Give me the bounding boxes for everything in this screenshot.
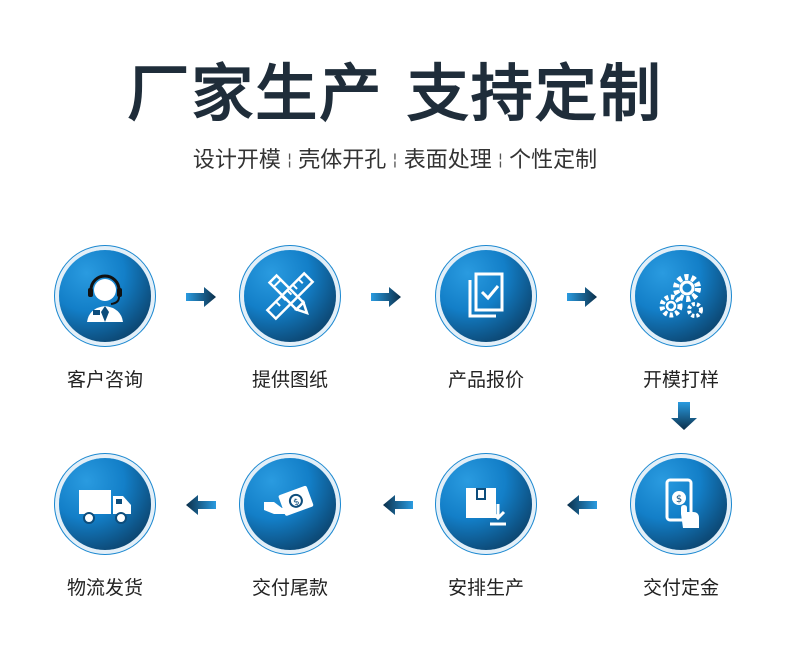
subtitle-item: 个性定制 bbox=[509, 148, 598, 173]
subtitle-item: 壳体开孔 bbox=[298, 148, 387, 173]
step-circle bbox=[635, 250, 727, 342]
subtitle-item: 表面处理 bbox=[403, 148, 492, 173]
subtitle-separator: ¦ bbox=[286, 150, 293, 169]
step-label: 客户咨询 bbox=[66, 369, 143, 391]
document-check-icon bbox=[468, 272, 504, 318]
gears-icon bbox=[659, 274, 703, 318]
arrow-down-icon bbox=[670, 400, 698, 432]
subtitle-separator: ¦ bbox=[497, 150, 504, 169]
step-circle bbox=[244, 250, 336, 342]
step-final-payment: $ 交付尾款 bbox=[220, 458, 360, 600]
subtitle: 设计开模 ¦ 壳体开孔 ¦ 表面处理 ¦ 个性定制 bbox=[0, 146, 790, 177]
step-circle bbox=[59, 250, 151, 342]
step-label: 物流发货 bbox=[66, 577, 143, 599]
step-customer-consult: 客户咨询 bbox=[35, 250, 175, 392]
step-label: 交付定金 bbox=[642, 577, 719, 599]
step-product-quote: 产品报价 bbox=[416, 250, 556, 392]
step-label: 安排生产 bbox=[447, 577, 524, 599]
step-label: 开模打样 bbox=[642, 369, 719, 391]
page-title: 厂家生产 支持定制 bbox=[127, 57, 663, 130]
ruler-pencil-icon bbox=[265, 271, 315, 321]
step-circle bbox=[440, 458, 532, 550]
subtitle-item: 设计开模 bbox=[192, 148, 281, 173]
arrow-right-icon bbox=[565, 286, 599, 308]
box-download-icon bbox=[466, 488, 506, 526]
step-circle: $ bbox=[635, 458, 727, 550]
step-provide-drawings: 提供图纸 bbox=[220, 250, 360, 392]
customer-service-icon bbox=[87, 274, 123, 322]
arrow-left-icon bbox=[565, 494, 599, 516]
step-mold-sample: 开模打样 bbox=[611, 250, 751, 392]
phone-payment-icon: $ bbox=[665, 478, 699, 528]
svg-text:$: $ bbox=[676, 494, 682, 505]
arrow-left-icon bbox=[184, 494, 218, 516]
arrow-left-icon bbox=[381, 494, 415, 516]
arrow-right-icon bbox=[369, 286, 403, 308]
arrow-right-icon bbox=[184, 286, 218, 308]
subtitle-separator: ¦ bbox=[392, 150, 398, 169]
step-circle bbox=[59, 458, 151, 550]
step-circle: $ bbox=[244, 458, 336, 550]
step-arrange-production: 安排生产 bbox=[416, 458, 556, 600]
step-label: 交付尾款 bbox=[251, 577, 328, 599]
svg-text:$: $ bbox=[292, 497, 301, 508]
step-label: 提供图纸 bbox=[251, 369, 328, 391]
delivery-truck-icon bbox=[79, 490, 131, 524]
step-deposit-payment: $ 交付定金 bbox=[611, 458, 751, 600]
step-logistics-shipping: 物流发货 bbox=[35, 458, 175, 600]
step-circle bbox=[440, 250, 532, 342]
step-label: 产品报价 bbox=[447, 369, 524, 391]
cash-hand-icon: $ bbox=[264, 485, 314, 516]
